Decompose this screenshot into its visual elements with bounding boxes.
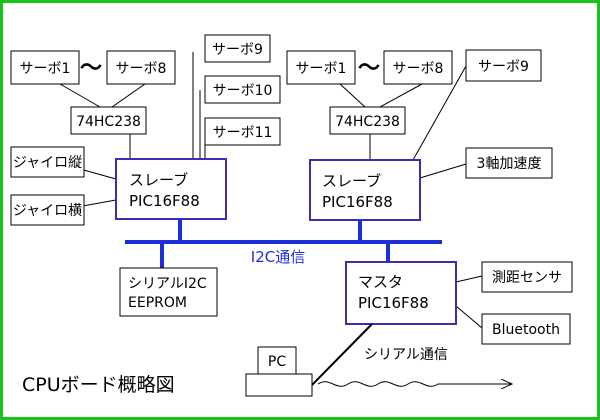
eeprom-box <box>119 267 218 317</box>
left-servo1-box <box>10 50 80 85</box>
serial-link-line <box>311 323 373 386</box>
left-servo1-label: サーボ1 <box>20 61 71 77</box>
left-decoder-box <box>70 106 147 135</box>
right-servo9-box <box>465 49 542 82</box>
pc-monitor <box>257 346 297 375</box>
left-servo10-label: サーボ10 <box>213 83 273 99</box>
left-slave-role: スレーブ <box>129 171 188 189</box>
left-decoder-label: 74HC238 <box>76 114 141 130</box>
left-servo11-label: サーボ11 <box>213 125 273 141</box>
eeprom-line2: EEPROM <box>128 295 187 311</box>
left-servo8-label: サーボ8 <box>116 61 167 77</box>
right-slave-chip: PIC16F88 <box>322 193 393 211</box>
pc-base <box>245 373 313 397</box>
master-chip: PIC16F88 <box>358 294 429 312</box>
diagram-title: CPUボード概略図 <box>22 374 175 396</box>
left-cluster: サーボ1 〜 サーボ8 74HC238 サーボ9 サーボ10 サーボ11 ジャイ… <box>10 34 281 226</box>
pc-label: PC <box>268 354 286 370</box>
accel-label: 3軸加速度 <box>477 156 542 172</box>
i2c-bus: I2C通信 <box>125 219 442 268</box>
right-servo8-box <box>383 50 453 85</box>
left-slave-chip: PIC16F88 <box>129 192 200 210</box>
wireless-arrow <box>317 382 512 387</box>
accel-box <box>465 147 553 179</box>
left-slave-mcu-box <box>115 158 227 220</box>
right-servo1-label: サーボ1 <box>296 61 347 77</box>
left-range-tilde: 〜 <box>80 56 102 81</box>
eeprom-line1: シリアルI2C <box>128 276 207 292</box>
right-servo9-label: サーボ9 <box>478 59 529 75</box>
right-servo1-box <box>286 50 356 85</box>
left-servo10-box <box>204 75 281 104</box>
rangefinder-box <box>481 261 573 293</box>
gyro-roll-box <box>10 194 85 226</box>
master-mcu-box <box>345 261 457 325</box>
left-servo11-box <box>204 117 281 146</box>
right-servo8-label: サーボ8 <box>393 61 444 77</box>
i2c-bus-label: I2C通信 <box>251 248 305 266</box>
bluetooth-box <box>481 313 571 345</box>
master-cluster: マスタ PIC16F88 測距センサ Bluetooth <box>345 261 573 345</box>
gyro-pitch-label: ジャイロ縦 <box>13 155 82 171</box>
pc-area: PC シリアル通信 <box>245 323 512 397</box>
right-range-tilde: 〜 <box>358 56 380 81</box>
rangefinder-label: 測距センサ <box>492 270 562 286</box>
right-cluster: サーボ1 〜 サーボ8 74HC238 サーボ9 3軸加速度 スレーブ PIC1… <box>286 49 553 221</box>
right-slave-mcu-box <box>309 159 421 221</box>
serial-label: シリアル通信 <box>364 347 448 363</box>
left-servo9-box <box>204 34 271 63</box>
bluetooth-label: Bluetooth <box>492 322 560 338</box>
right-decoder-label: 74HC238 <box>335 114 400 130</box>
master-role: マスタ <box>358 273 403 291</box>
gyro-pitch-box <box>10 146 85 178</box>
gyro-roll-label: ジャイロ横 <box>13 203 82 219</box>
left-servo8-box <box>106 50 176 85</box>
left-servo9-label: サーボ9 <box>212 42 263 58</box>
right-slave-role: スレーブ <box>322 172 381 190</box>
right-decoder-box <box>329 106 406 135</box>
